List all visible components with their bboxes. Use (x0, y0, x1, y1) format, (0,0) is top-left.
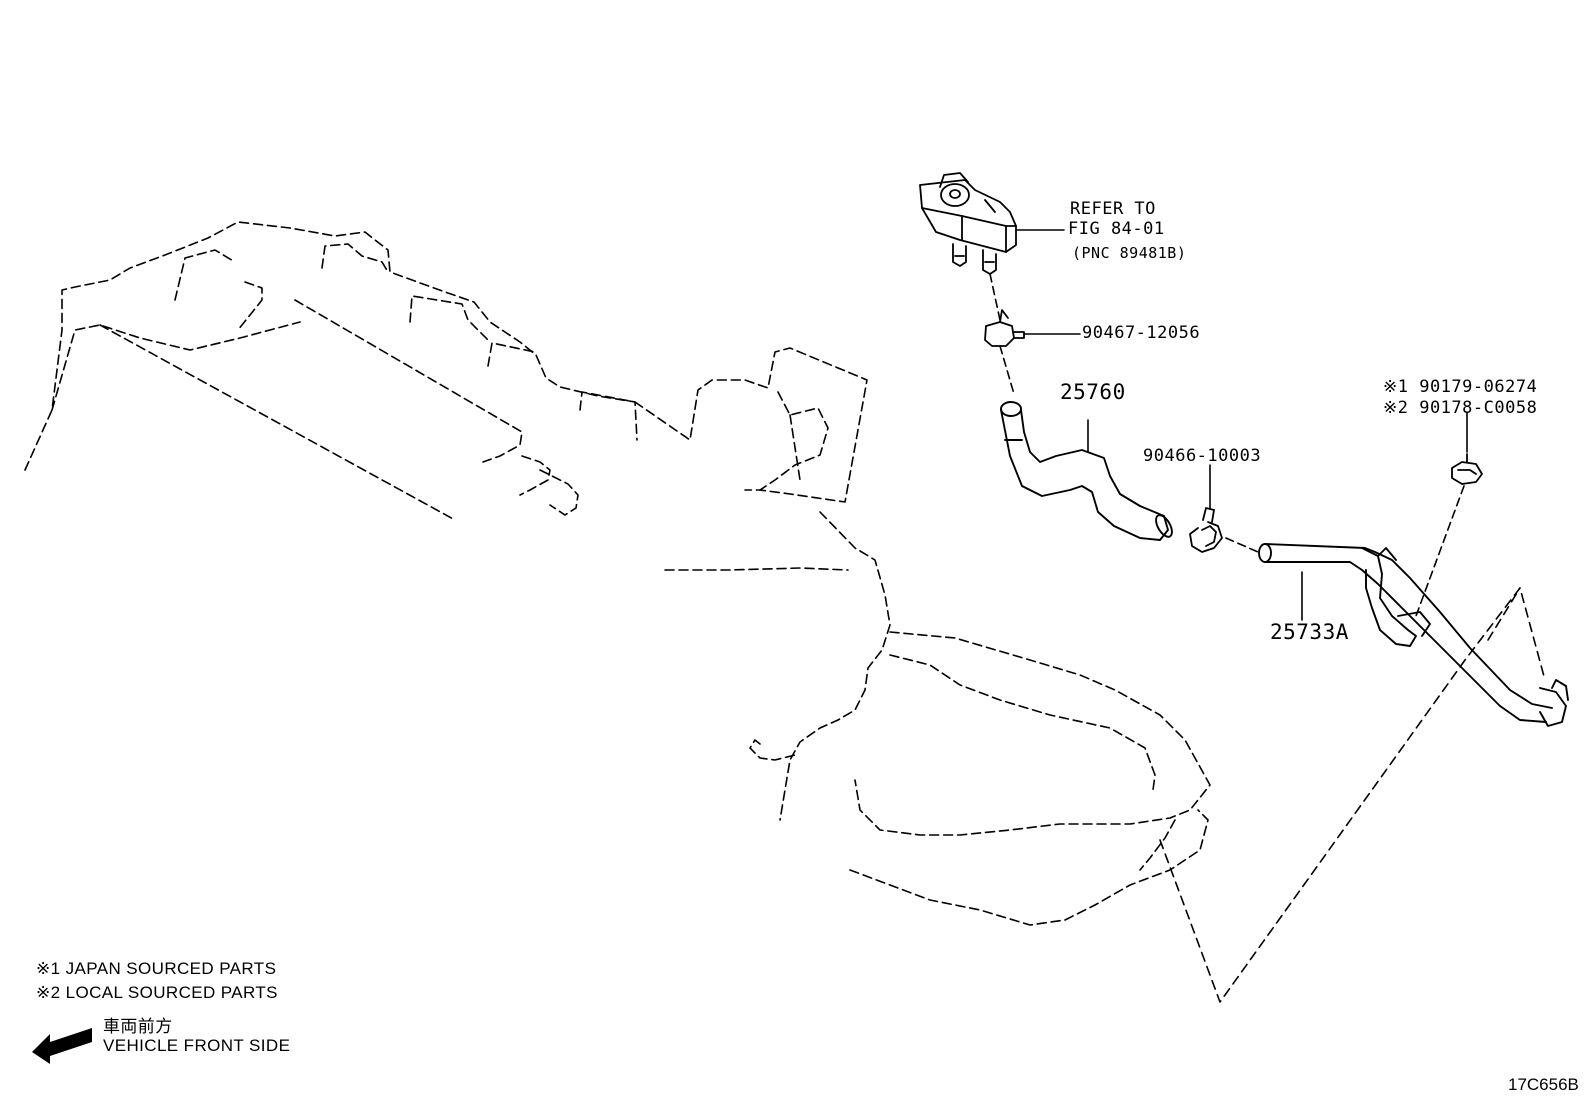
part-number-90178-c0058: ※2 90178-C0058 (1383, 398, 1538, 418)
vacuum-hose-25760 (1000, 401, 1173, 541)
install-route-dashed (1159, 587, 1546, 1003)
link-sensor-clamp (989, 273, 1001, 321)
part-number-90467-12056: 90467-12056 (1082, 323, 1201, 343)
front-label-english: VEHICLE FRONT SIDE (103, 1036, 291, 1055)
refer-text-line3: (PNC 89481B) (1072, 244, 1187, 262)
part-number-25760: 25760 (1060, 380, 1126, 404)
refer-text-line2: FIG 84-01 (1068, 219, 1165, 239)
vacuum-pipe-25733a (1258, 543, 1569, 727)
link-nut-bracket (1415, 485, 1465, 617)
front-label-japanese: 車両前方 (103, 1017, 173, 1037)
pressure-sensor (919, 172, 1017, 275)
link-clamp-pipe (1225, 537, 1259, 553)
link-clamp-hose (999, 345, 1015, 395)
refer-text-line1: REFER TO (1070, 199, 1156, 219)
engine-phantom-outline (24, 221, 1211, 926)
part-number-25733a: 25733A (1270, 620, 1349, 644)
figure-id: 17C656B (1508, 1075, 1579, 1094)
install-route-dashed-2 (1487, 587, 1521, 641)
nut-90179-90178 (1451, 453, 1483, 485)
part-number-90179-06274: ※1 90179-06274 (1383, 377, 1538, 397)
arrow-left-icon (32, 1028, 92, 1064)
note-japan-sourced: ※1 JAPAN SOURCED PARTS (36, 959, 277, 978)
hose-clamp-90467 (984, 309, 1025, 347)
hose-clamp-90466 (1189, 507, 1223, 553)
note-local-sourced: ※2 LOCAL SOURCED PARTS (36, 983, 278, 1002)
part-number-90466-10003: 90466-10003 (1143, 446, 1262, 466)
